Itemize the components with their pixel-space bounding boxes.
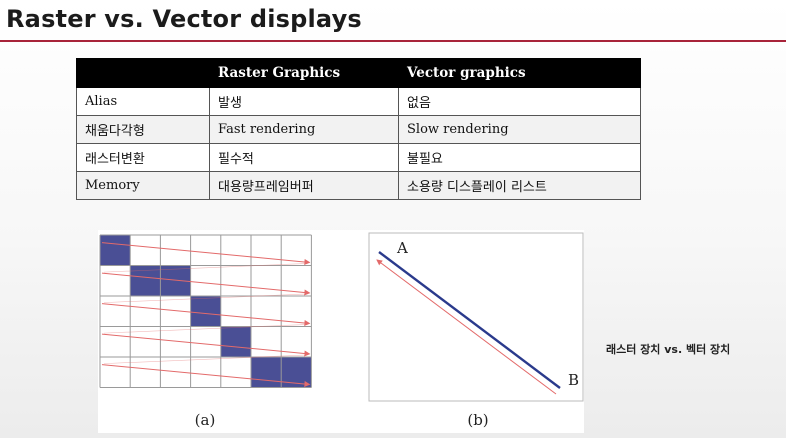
panel-a-label: (a) (195, 411, 216, 429)
scanline-arrows (101, 242, 311, 387)
raster-panel (99, 234, 312, 388)
table-header-cell: Vector graphics (398, 58, 641, 88)
scanline-arrow (101, 333, 311, 357)
table-cell: Alias (76, 87, 210, 116)
retrace-line (103, 324, 308, 334)
retrace-line (103, 293, 308, 303)
panel-b-label: (b) (467, 411, 488, 429)
table-row: Alias 발생 없음 (76, 87, 641, 116)
table-cell: 채움다각형 (76, 115, 210, 144)
figure-svg: (a) A B (b) (99, 232, 584, 429)
retrace-line (103, 354, 308, 364)
table-cell: 없음 (398, 87, 641, 116)
vector-panel (368, 232, 584, 402)
scanline-arrow (101, 364, 311, 387)
table-row: Memory 대용량프레임버퍼 소용량 디스플레이 리스트 (76, 171, 641, 200)
point-a-label: A (396, 239, 408, 257)
scanline-arrow (101, 242, 311, 265)
table-cell: Fast rendering (209, 115, 399, 144)
table-header-cell (76, 58, 210, 88)
scanline-arrow (101, 272, 311, 296)
retrace-arrow (376, 259, 557, 395)
vector-panel-frame (368, 232, 584, 402)
raster-vector-figure: (a) A B (b) (98, 230, 584, 433)
table-header-row: Raster Graphics Vector graphics (76, 58, 641, 88)
filled-pixel (251, 357, 282, 388)
filled-pixel-group (100, 235, 312, 388)
retrace-line (103, 263, 308, 273)
table-cell: Memory (76, 171, 210, 200)
scanline-arrow (101, 303, 311, 326)
table-cell: 필수적 (209, 143, 399, 172)
comparison-table: Raster Graphics Vector graphics Alias 발생… (76, 58, 641, 200)
filled-pixel (220, 326, 251, 357)
table-row: 채움다각형 Fast rendering Slow rendering (76, 115, 641, 144)
table-cell: 불필요 (398, 143, 641, 172)
slide-title: Raster vs. Vector displays (6, 5, 362, 33)
filled-pixel (100, 235, 131, 266)
table-row: 래스터변환 필수적 불필요 (76, 143, 641, 172)
filled-pixel (190, 296, 221, 327)
table-cell: 래스터변환 (76, 143, 210, 172)
table-cell: 발생 (209, 87, 399, 116)
title-divider (0, 40, 786, 42)
table-cell: 대용량프레임버퍼 (209, 171, 399, 200)
filled-pixel (130, 265, 161, 296)
pixel-grid (99, 234, 312, 388)
table-cell: Slow rendering (398, 115, 641, 144)
table-header-cell: Raster Graphics (209, 58, 399, 88)
vector-line (378, 251, 561, 389)
table-cell: 소용량 디스플레이 리스트 (398, 171, 641, 200)
figure-caption: 래스터 장치 vs. 벡터 장치 (606, 343, 731, 356)
point-b-label: B (568, 371, 579, 389)
